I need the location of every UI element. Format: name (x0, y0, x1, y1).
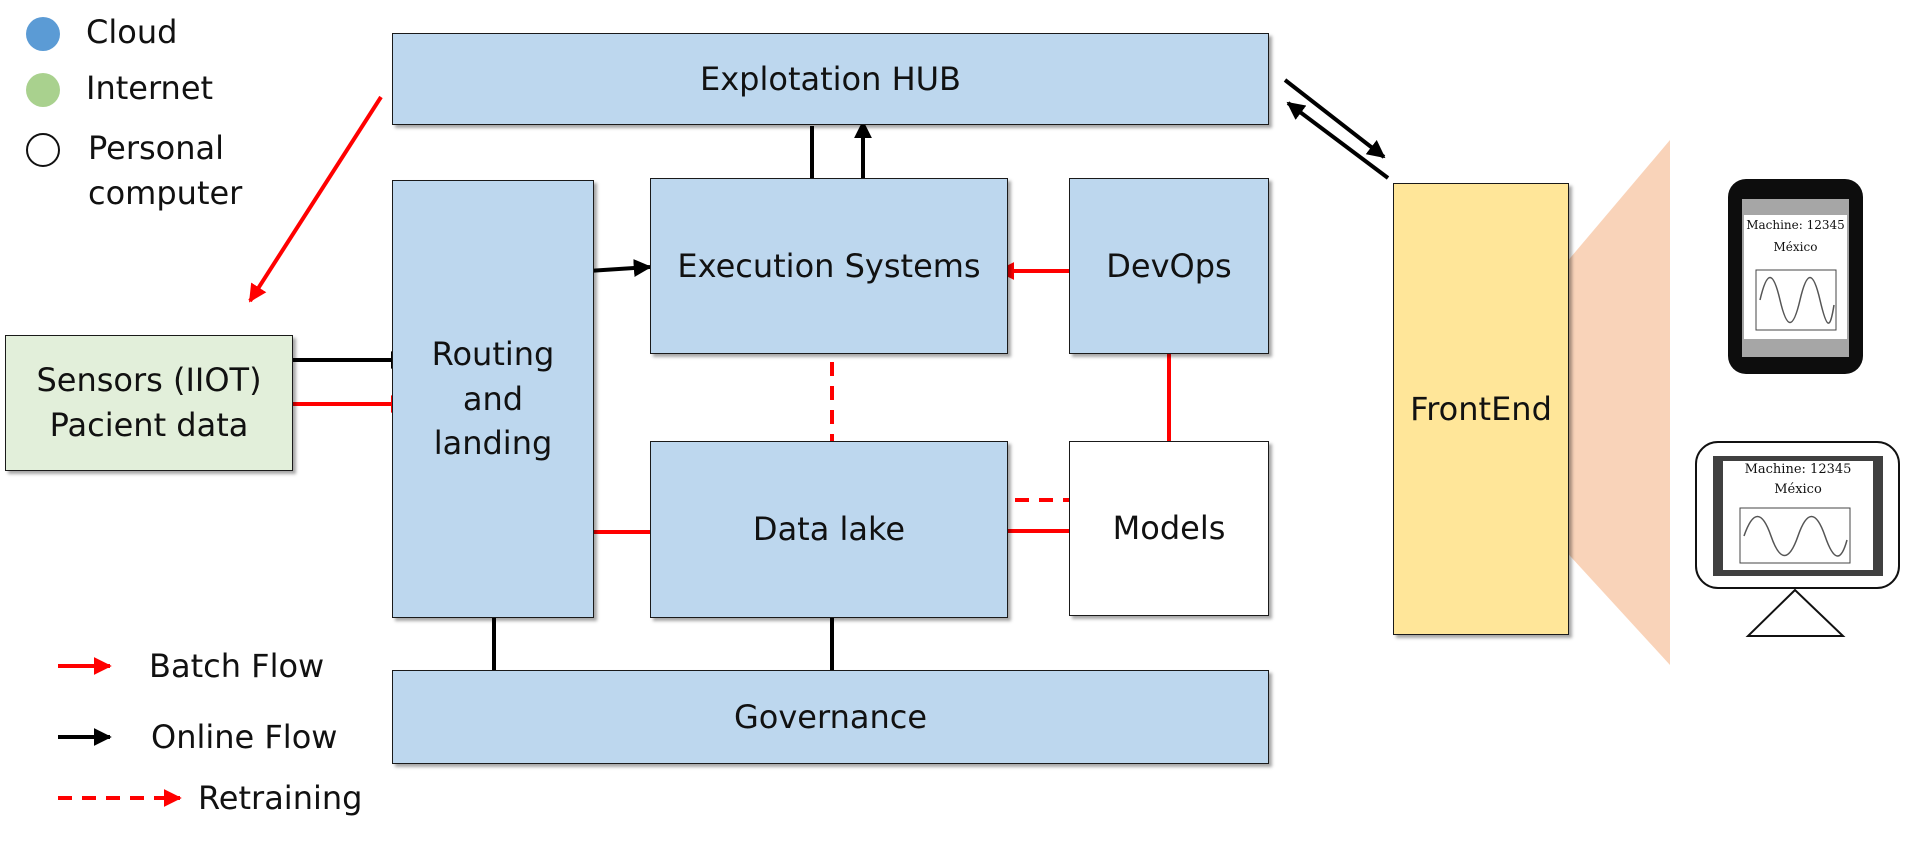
execution-systems-label: Execution Systems (677, 246, 981, 285)
models-box: Models (1069, 441, 1269, 616)
phone-machine-label: Machine: 12345 (1746, 218, 1845, 232)
governance-box: Governance (392, 670, 1269, 764)
frontend-projection-cone (1560, 140, 1670, 665)
execution-systems-box: Execution Systems (650, 178, 1008, 354)
devops-label: DevOps (1106, 246, 1232, 285)
arrow-hub-to-frontend (1283, 78, 1386, 159)
phone-chart-frame (1755, 269, 1837, 331)
data-lake-box: Data lake (650, 441, 1008, 618)
routing-label-line2: and (462, 379, 524, 418)
phone-location-label: México (1773, 240, 1818, 254)
cloud-legend-label: Cloud (86, 13, 178, 51)
sensors-label-line1: Sensors (IIOT) (36, 361, 262, 400)
batch-flow-label: Batch Flow (149, 647, 325, 685)
frontend-box: FrontEnd (1393, 183, 1569, 635)
devops-box: DevOps (1069, 178, 1269, 354)
retraining-label: Retraining (198, 779, 363, 817)
online-flow-label: Online Flow (151, 718, 338, 756)
arrow-hub-to-sensors (248, 95, 383, 303)
routing-label-line3: landing (433, 424, 553, 463)
personal-legend-line1: Personal (88, 129, 225, 167)
monitor-location-label: México (1774, 482, 1822, 497)
explotation-hub-label: Explotation HUB (700, 59, 961, 98)
explotation-hub-box: Explotation HUB (392, 33, 1269, 125)
cloud-legend-dot (26, 17, 60, 51)
monitor-sine-wave (1743, 515, 1848, 557)
routing-landing-box: Routing and landing (392, 180, 594, 618)
monitor-screen: Machine: 12345 México (1723, 462, 1873, 508)
internet-legend-label: Internet (86, 69, 214, 107)
arrow-frontend-to-hub (1286, 101, 1390, 180)
data-lake-label: Data lake (752, 510, 906, 549)
governance-label: Governance (733, 697, 928, 736)
phone-sine-wave (1759, 277, 1835, 324)
arrow-routing-execution (587, 259, 652, 278)
personal-legend-line2: computer (88, 174, 243, 212)
models-label: Models (1112, 509, 1226, 548)
routing-label-line1: Routing (431, 334, 555, 373)
monitor-device (1695, 441, 1900, 637)
personal-computer-legend-dot (26, 133, 60, 167)
monitor-machine-label: Machine: 12345 (1744, 462, 1852, 477)
internet-legend-dot (26, 73, 60, 107)
monitor-stand (1745, 588, 1846, 637)
frontend-label: FrontEnd (1410, 389, 1552, 428)
phone-screen: Machine: 12345 México (1744, 218, 1847, 268)
phone-device (1728, 179, 1863, 374)
sensors-label-line2: Pacient data (49, 406, 249, 444)
sensors-box: Sensors (IIOT) Pacient data (5, 335, 293, 471)
